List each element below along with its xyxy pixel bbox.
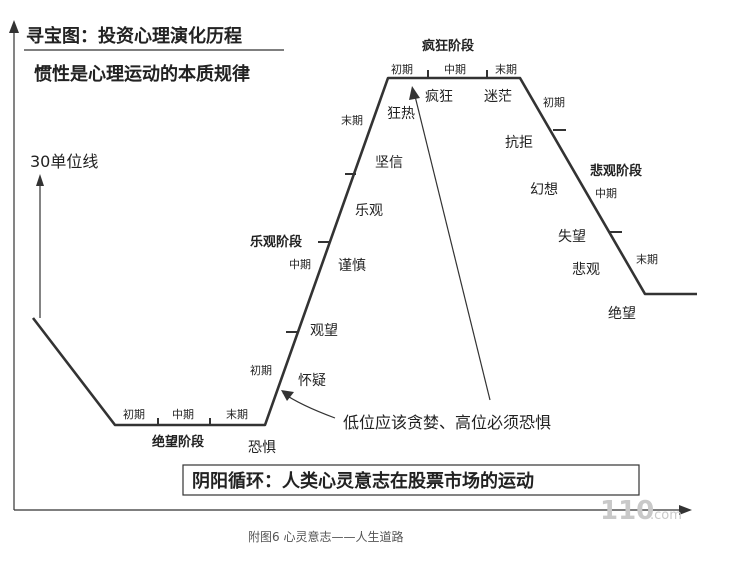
units-arrow-head [36, 174, 44, 186]
emotion-resist: 抗拒 [505, 135, 533, 151]
emotion-fear: 恐惧 [248, 440, 276, 456]
tick-top-late: 末期 [495, 62, 517, 76]
emotion-caution: 谨慎 [338, 258, 366, 274]
emotion-doubt: 怀疑 [298, 373, 326, 389]
figure-caption: 附图6 心灵意志——人生道路 [248, 529, 403, 544]
watermark-logo: 110 [600, 496, 654, 526]
tick-rise-late: 末期 [341, 113, 363, 127]
phase-pessimism: 悲观阶段 [590, 163, 642, 179]
arrow-to-low-head [281, 390, 294, 401]
tick-top-middle: 中期 [444, 63, 466, 76]
y-axis-arrow [9, 20, 19, 33]
emotion-illusion: 幻想 [530, 182, 558, 198]
cycle-path [31, 76, 697, 427]
tick-rise-early: 初期 [250, 363, 272, 377]
watermark-suffix: .com [650, 508, 682, 523]
emotion-joy: 乐观 [355, 203, 383, 219]
emotion-crazy: 疯狂 [425, 89, 453, 105]
tick-top-early: 初期 [391, 62, 413, 76]
arrow-to-high [413, 91, 491, 401]
units-label: 30单位线 [30, 152, 98, 171]
tick-fall-early: 初期 [543, 95, 565, 109]
emotion-watch: 观望 [310, 323, 338, 339]
tick-rise-middle: 中期 [289, 258, 311, 271]
diagram-subtitle: 惯性是心理运动的本质规律 [34, 63, 250, 85]
x-axis-arrow [679, 505, 692, 515]
phase-despair: 绝望阶段 [152, 434, 204, 450]
emotion-belief: 坚信 [375, 155, 403, 171]
tick-bottom-middle: 中期 [172, 408, 194, 421]
emotion-confused: 迷茫 [484, 89, 512, 105]
tick-fall-middle: 中期 [595, 187, 617, 200]
bottom-banner: 阴阳循环：人类心灵意志在股票市场的运动 [192, 470, 534, 492]
tick-bottom-early: 初期 [123, 407, 145, 421]
banner-box [182, 464, 640, 496]
tick-fall-late: 末期 [636, 252, 658, 266]
emotion-disappointed: 失望 [558, 229, 586, 245]
phase-optimism: 乐观阶段 [250, 234, 302, 250]
tick-bottom-late: 末期 [226, 407, 248, 421]
arrow-to-low [282, 392, 336, 419]
arrow-to-high-head [409, 86, 420, 100]
phase-mania: 疯狂阶段 [422, 38, 474, 54]
annotation-text: 低位应该贪婪、高位必须恐惧 [343, 413, 551, 432]
emotion-fanatic: 狂热 [387, 106, 415, 122]
emotion-hopeless: 绝望 [608, 306, 636, 322]
diagram-title: 寻宝图：投资心理演化历程 [26, 25, 242, 47]
emotion-pessimistic: 悲观 [572, 261, 600, 278]
